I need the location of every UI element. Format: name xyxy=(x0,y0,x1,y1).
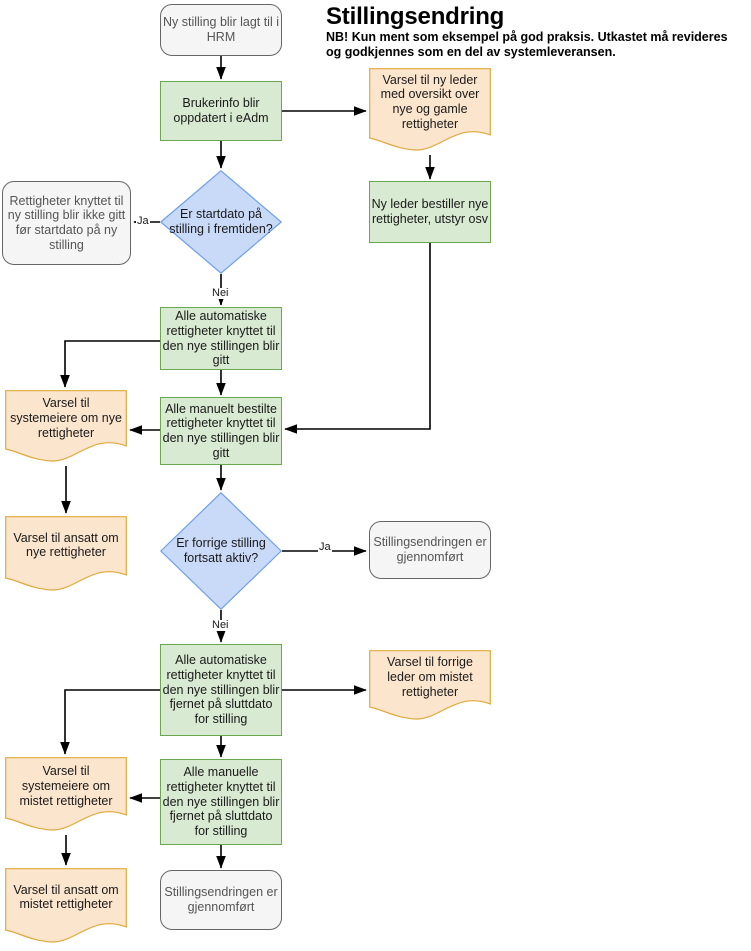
node-label: Alle manuelle rettigheter knyttet til de… xyxy=(162,765,280,839)
node-label: Alle manuelt bestilte rettigheter knytte… xyxy=(162,401,280,460)
node-varsel-ny-leder[interactable]: Varsel til ny leder med oversikt over ny… xyxy=(369,68,491,155)
node-label: Brukerinfo blir oppdatert i eAdm xyxy=(173,96,269,125)
document-shape xyxy=(369,68,491,151)
edge-auto-fjernet-to-varsel-systemeiere-mistet xyxy=(60,689,160,755)
node-varsel-ansatt-mistet[interactable]: Varsel til ansatt om mistet rettigheter xyxy=(5,868,127,947)
node-label: Ny stilling blir lagt til i HRM xyxy=(162,15,279,44)
node-dec-startdato[interactable]: Er startdato på stilling i fremtiden? xyxy=(160,170,282,274)
edge-label-nei-forrige: Nei xyxy=(211,619,230,631)
node-auto-gitt[interactable]: Alle automatiske rettigheter knyttet til… xyxy=(160,307,282,370)
node-manuelle-fjernet[interactable]: Alle manuelle rettigheter knyttet til de… xyxy=(160,759,282,845)
node-dec-forrige[interactable]: Er forrige stilling fortsatt aktiv? xyxy=(160,492,282,610)
node-start[interactable]: Ny stilling blir lagt til i HRM xyxy=(160,4,282,56)
node-rettigheter-ikke-gitt[interactable]: Rettigheter knyttet til ny stilling blir… xyxy=(2,181,131,265)
node-label: Alle automatiske rettigheter knyttet til… xyxy=(162,309,280,368)
page-subtitle: NB! Kun ment som eksempel på god praksis… xyxy=(326,30,728,60)
node-label: Varsel til forrige leder om mistet retti… xyxy=(387,655,473,699)
node-brukerinfo[interactable]: Brukerinfo blir oppdatert i eAdm xyxy=(160,81,282,141)
node-auto-fjernet[interactable]: Alle automatiske rettigheter knyttet til… xyxy=(160,644,282,736)
node-label: Er startdato på stilling i fremtiden? xyxy=(169,207,273,236)
node-varsel-ansatt-nye[interactable]: Varsel til ansatt om nye rettigheter xyxy=(5,516,127,595)
edge-ny-leder-bestiller-to-manuelt-gitt xyxy=(284,243,431,434)
node-varsel-systemeiere-nye[interactable]: Varsel til systemeiere om nye rettighete… xyxy=(5,390,127,466)
node-label: Er forrige stilling fortsatt aktiv? xyxy=(176,536,266,565)
node-varsel-forrige-leder[interactable]: Varsel til forrige leder om mistet retti… xyxy=(369,650,491,724)
node-label: Stillingsendringen er gjennomført xyxy=(373,535,487,564)
node-gjennomfort-2[interactable]: Stillingsendringen er gjennomført xyxy=(160,870,282,930)
node-label: Varsel til systemeiere om nye rettighete… xyxy=(10,396,122,440)
document-shape xyxy=(5,757,127,831)
document-shape xyxy=(5,516,127,591)
node-label: Varsel til systemeiere om mistet rettigh… xyxy=(19,764,113,808)
edge-label-nei-startdato: Nei xyxy=(211,287,230,299)
document-shape xyxy=(369,650,491,720)
node-label: Varsel til ansatt om nye rettigheter xyxy=(13,530,119,560)
edge-label-ja-startdato: Ja xyxy=(136,215,150,227)
diamond-shape xyxy=(160,492,282,610)
node-manuelt-gitt[interactable]: Alle manuelt bestilte rettigheter knytte… xyxy=(160,397,282,465)
node-gjennomfort-1[interactable]: Stillingsendringen er gjennomført xyxy=(369,521,491,579)
page-title: Stillingsendring xyxy=(326,3,505,30)
node-varsel-systemeiere-mistet[interactable]: Varsel til systemeiere om mistet rettigh… xyxy=(5,757,127,835)
node-label: Stillingsendringen er gjennomført xyxy=(164,885,278,914)
node-label: Varsel til ansatt om mistet rettigheter xyxy=(13,882,119,912)
title-block: Stillingsendring NB! Kun ment som eksemp… xyxy=(326,4,746,61)
node-label: Ny leder bestiller nye rettigheter, utst… xyxy=(371,197,489,226)
edge-auto-gitt-to-varsel-systemeiere-nye xyxy=(60,340,160,388)
edge-label-ja-forrige: Ja xyxy=(318,541,332,553)
node-label: Alle automatiske rettigheter knyttet til… xyxy=(162,653,280,727)
node-ny-leder-bestiller[interactable]: Ny leder bestiller nye rettigheter, utst… xyxy=(369,181,491,243)
document-shape xyxy=(5,868,127,943)
diamond-shape xyxy=(160,170,282,274)
node-label: Varsel til ny leder med oversikt over ny… xyxy=(380,72,480,131)
node-label: Rettigheter knyttet til ny stilling blir… xyxy=(7,193,126,252)
document-shape xyxy=(5,390,127,462)
